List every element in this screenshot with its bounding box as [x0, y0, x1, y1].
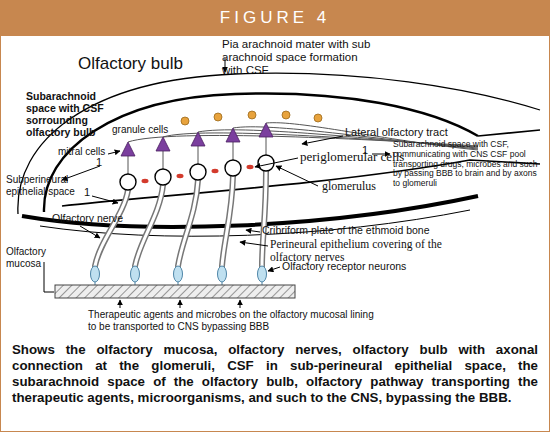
figure-caption: Shows the olfactory mucosa, olfactory ne… [12, 342, 538, 406]
granule-cell [181, 117, 189, 125]
meninges-outline [478, 130, 540, 136]
olfactory-nerve [178, 180, 198, 266]
part-label: Pia arachnoid mater with sub arachnoid s… [222, 38, 377, 78]
glomerulus-circle [190, 164, 206, 180]
mitral-cell [259, 123, 273, 137]
granule-cell [181, 111, 322, 125]
part-label: Olfactory mucosa [6, 246, 61, 269]
periglomerular-cell [247, 165, 254, 169]
part-label: periglomerular cells [300, 150, 430, 165]
glomerulus-circle [225, 160, 241, 176]
receptor-neuron [91, 266, 267, 286]
part-label: Therapeutic agents and microbes on the o… [88, 309, 378, 332]
mitral-cell [191, 132, 205, 146]
leader-arrow [80, 226, 100, 238]
periglomerular-cell [142, 179, 149, 183]
part-label: Olfactory receptor neurons [282, 260, 462, 272]
mucosa-bracket [44, 262, 54, 292]
leader-arrow [268, 267, 280, 271]
receptor-neuron [91, 266, 100, 282]
receptor-neuron [258, 266, 267, 282]
leader-arrow [240, 242, 268, 246]
leader-arrow [92, 196, 118, 203]
callout-number: 1 [96, 156, 108, 169]
olfactory-nerve [135, 185, 163, 266]
mitral-cell [226, 128, 240, 142]
granule-cell [248, 111, 256, 119]
part-label: Olfactory bulb [78, 54, 228, 74]
granule-cell [214, 113, 222, 121]
receptor-neuron [131, 266, 140, 282]
part-label: Subperineural epithelial space [6, 174, 91, 197]
olfactory-mucosa [55, 285, 295, 298]
callout-number: 1 [84, 186, 96, 199]
glomerulus-circle [120, 174, 136, 190]
olfactory-nerve [135, 185, 163, 266]
leader-arrow [276, 166, 318, 186]
glomerulus-circle [120, 155, 274, 190]
leader-arrow [120, 300, 121, 308]
leader-arrow [180, 300, 181, 308]
periglomerular-cell [142, 165, 254, 183]
olfactory-nerve [178, 180, 198, 266]
leader-arrow [240, 300, 241, 308]
cribriform-plate [22, 196, 478, 227]
mitral-cell [156, 137, 170, 151]
figure-title: FIGURE 4 [0, 0, 550, 36]
part-label: Lateral olfactory tract [345, 126, 485, 139]
glomerulus-circle [155, 169, 171, 185]
leader-arrow [108, 151, 120, 154]
mucosa-bracket [44, 262, 54, 292]
part-label: Subarachnoid space with CSF, communicati… [393, 140, 543, 189]
part-label: mitral cells [58, 146, 118, 158]
receptor-neuron [174, 266, 183, 282]
olfactory-nerve [262, 171, 266, 266]
periglomerular-cell [212, 169, 219, 173]
olfactory-nerve [222, 176, 233, 266]
leader-arrow [246, 230, 260, 232]
olfactory-mucosa [55, 285, 295, 298]
leader-arrow [302, 136, 343, 144]
part-label: Cribriform plate of the ethmoid bone [262, 224, 482, 236]
olfactory-nerve [222, 176, 233, 266]
part-label: granule cells [112, 124, 187, 136]
olfactory-nerve [262, 171, 266, 266]
part-label: Subarachnoid space with CSF sorrounding … [26, 90, 126, 138]
mitral-cell [121, 142, 135, 156]
glomerulus-circle [258, 155, 274, 171]
granule-cell [282, 111, 290, 119]
leader-arrow [255, 158, 298, 167]
periglomerular-cell [177, 174, 184, 178]
receptor-neuron [218, 266, 227, 282]
granule-cell [314, 114, 322, 122]
part-label: Olfactory nerve [52, 212, 152, 224]
header-bar: FIGURE 4 [0, 0, 550, 36]
part-label: glomerulus [322, 180, 412, 194]
